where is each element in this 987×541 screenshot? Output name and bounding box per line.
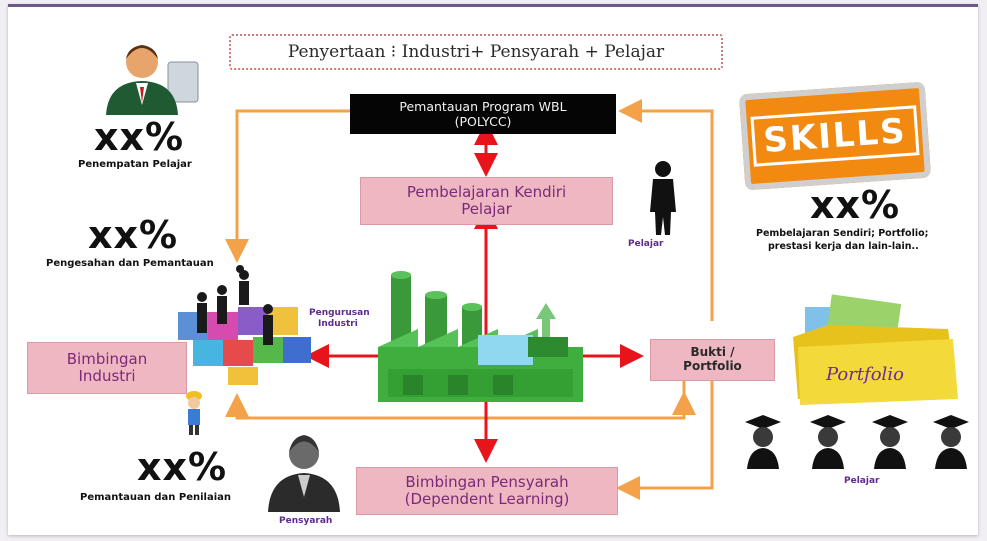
orange-flow-lines [225, 99, 714, 500]
portfolio-folder-label: Portfolio [826, 364, 904, 385]
program-box-line2: (POLYCC) [454, 114, 512, 129]
industry-guidance-line2: Industri [78, 367, 136, 385]
evidence-portfolio-line2: Portfolio [683, 359, 742, 373]
graduate-icon [745, 415, 969, 469]
diagram-slide: Penyertaan ⁝ Industri+ Pensyarah + Pelaj… [8, 4, 978, 535]
percent-placement-caption: Penempatan Pelajar [78, 159, 192, 170]
worker-icon [186, 391, 202, 435]
percent-placement: xx% [94, 115, 185, 159]
industry-management-label-1: Pengurusan [309, 308, 370, 318]
program-monitoring-box: Pemantauan Program WBL (POLYCC) [350, 94, 616, 134]
percent-assessment-caption: Pemantauan dan Penilaian [80, 492, 232, 503]
student-label-bottom: Pelajar [844, 476, 880, 486]
lecturer-guidance-line2: (Dependent Learning) [404, 490, 570, 508]
factory-icon [378, 271, 583, 402]
portfolio-folder-icon [793, 294, 958, 405]
evidence-portfolio-box: Bukti / Portfolio [650, 339, 775, 381]
self-learning-line2: Pelajar [461, 200, 512, 218]
percent-self-learning-caption-1: Pembelajaran Sendiri; Portfolio; [756, 228, 929, 239]
industry-management-label-2: Industri [318, 319, 358, 329]
skills-label: SKILLS [750, 105, 920, 167]
puzzle-people-icon [178, 265, 311, 385]
evidence-portfolio-line1: Bukti / [690, 345, 735, 360]
self-learning-box: Pembelajaran Kendiri Pelajar [360, 177, 613, 225]
student-icon [650, 161, 676, 235]
industry-guidance-box: Bimbingan Industri [27, 342, 187, 394]
student-label-top: Pelajar [628, 239, 664, 249]
lecturer-label: Pensyarah [279, 516, 333, 526]
businessman-icon [106, 45, 199, 115]
program-box-line1: Pemantauan Program WBL [399, 99, 567, 114]
percent-self-learning-caption-2: prestasi kerja dan lain-lain.. [768, 241, 919, 252]
skills-puzzle-icon: SKILLS [738, 81, 932, 191]
lecturer-guidance-line1: Bimbingan Pensyarah [405, 472, 569, 491]
participation-header-text: Penyertaan ⁝ Industri+ Pensyarah + Pelaj… [287, 42, 665, 62]
percent-self-learning: xx% [810, 183, 901, 227]
connector-arrows [106, 45, 969, 512]
industry-guidance-line1: Bimbingan [66, 349, 148, 368]
percent-verification: xx% [88, 213, 179, 257]
participation-header: Penyertaan ⁝ Industri+ Pensyarah + Pelaj… [229, 34, 723, 70]
percent-assessment: xx% [137, 445, 228, 489]
lecturer-guidance-box: Bimbingan Pensyarah (Dependent Learning) [356, 467, 618, 515]
self-learning-line1: Pembelajaran Kendiri [406, 182, 567, 201]
lecturer-icon [268, 435, 340, 512]
percent-verification-caption: Pengesahan dan Pemantauan [46, 258, 214, 269]
